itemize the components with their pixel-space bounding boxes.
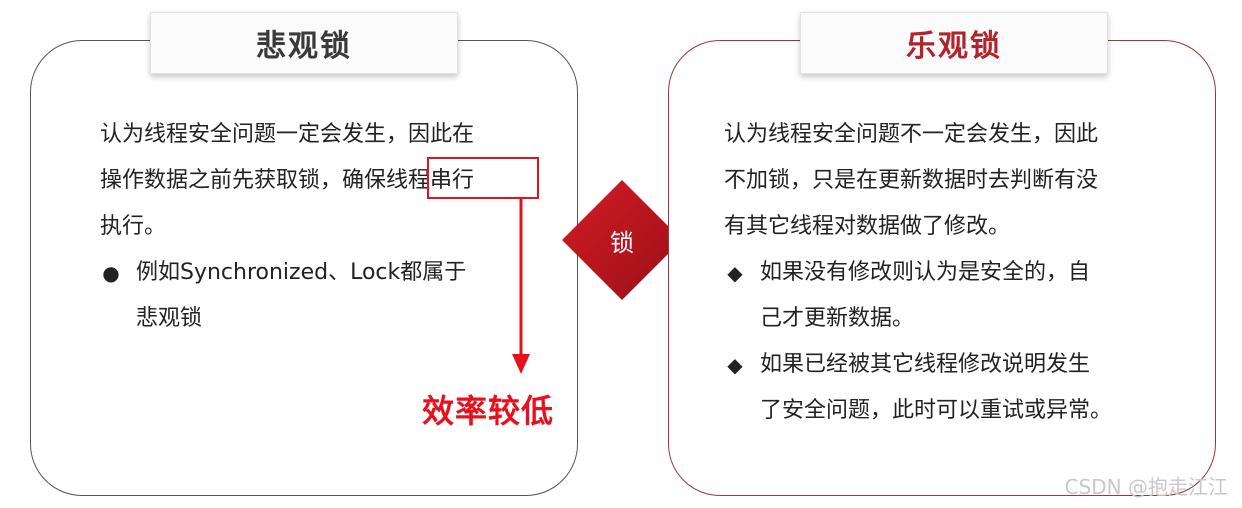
pessimistic-lock-panel [30,40,578,496]
optimistic-bullet-1-continuation: 己才更新数据。 [724,296,1164,342]
highlighted-serial-execution: 线程串行 [386,168,475,193]
pessimistic-line-2-text: 操作数据之前先获取锁，确保 [100,168,387,193]
pessimistic-lock-description: 认为线程安全问题一定会发生，因此在 操作数据之前先获取锁，确保线程串行 执行。 … [100,112,560,342]
diamond-bullet-icon: ◆ [727,261,743,285]
highlight-box [427,157,539,199]
optimistic-lock-title: 乐观锁 [800,12,1108,74]
bullet-dot-icon: ● [102,261,120,285]
pessimistic-lock-title: 悲观锁 [150,12,458,74]
optimistic-bullet-1: ◆ 如果没有修改则认为是安全的，自 [724,250,1164,296]
optimistic-bullet-2: ◆ 如果已经被其它线程修改说明发生 [724,342,1164,388]
pessimistic-line-3: 执行。 [100,214,167,239]
optimistic-line-3: 有其它线程对数据做了修改。 [724,214,1011,239]
optimistic-bullet-1-line-2: 己才更新数据。 [760,306,915,331]
optimistic-line-2: 不加锁，只是在更新数据时去判断有没 [724,168,1099,193]
csdn-watermark: CSDN @抱走江江 [1064,475,1228,499]
lock-diamond: 锁 [562,180,682,300]
optimistic-bullet-2-continuation: 了安全问题，此时可以重试或异常。 [724,388,1164,434]
diamond-bullet-icon: ◆ [727,353,743,377]
optimistic-line-1: 认为线程安全问题不一定会发生，因此 [724,122,1099,147]
pessimistic-bullet-item: ● 例如Synchronized、Lock都属于 [100,250,560,296]
pessimistic-bullet-continuation: 悲观锁 [100,296,560,342]
optimistic-bullet-1-line-1: 如果没有修改则认为是安全的，自 [760,260,1091,285]
pessimistic-line-1: 认为线程安全问题一定会发生，因此在 [100,122,475,147]
down-arrow-icon [512,198,530,374]
efficiency-low-label: 效率较低 [422,392,555,430]
optimistic-bullet-2-line-1: 如果已经被其它线程修改说明发生 [760,352,1091,377]
pessimistic-line-2: 操作数据之前先获取锁，确保线程串行 [100,158,560,204]
optimistic-bullet-2-line-2: 了安全问题，此时可以重试或异常。 [760,398,1113,423]
optimistic-lock-description: 认为线程安全问题不一定会发生，因此 不加锁，只是在更新数据时去判断有没 有其它线… [724,112,1164,434]
diamond-shape-icon [562,180,682,300]
lock-label: 锁 [610,228,634,257]
pessimistic-bullet-line-1: 例如Synchronized、Lock都属于 [136,260,467,285]
optimistic-lock-panel [668,40,1216,496]
pessimistic-bullet-line-2: 悲观锁 [136,306,203,331]
